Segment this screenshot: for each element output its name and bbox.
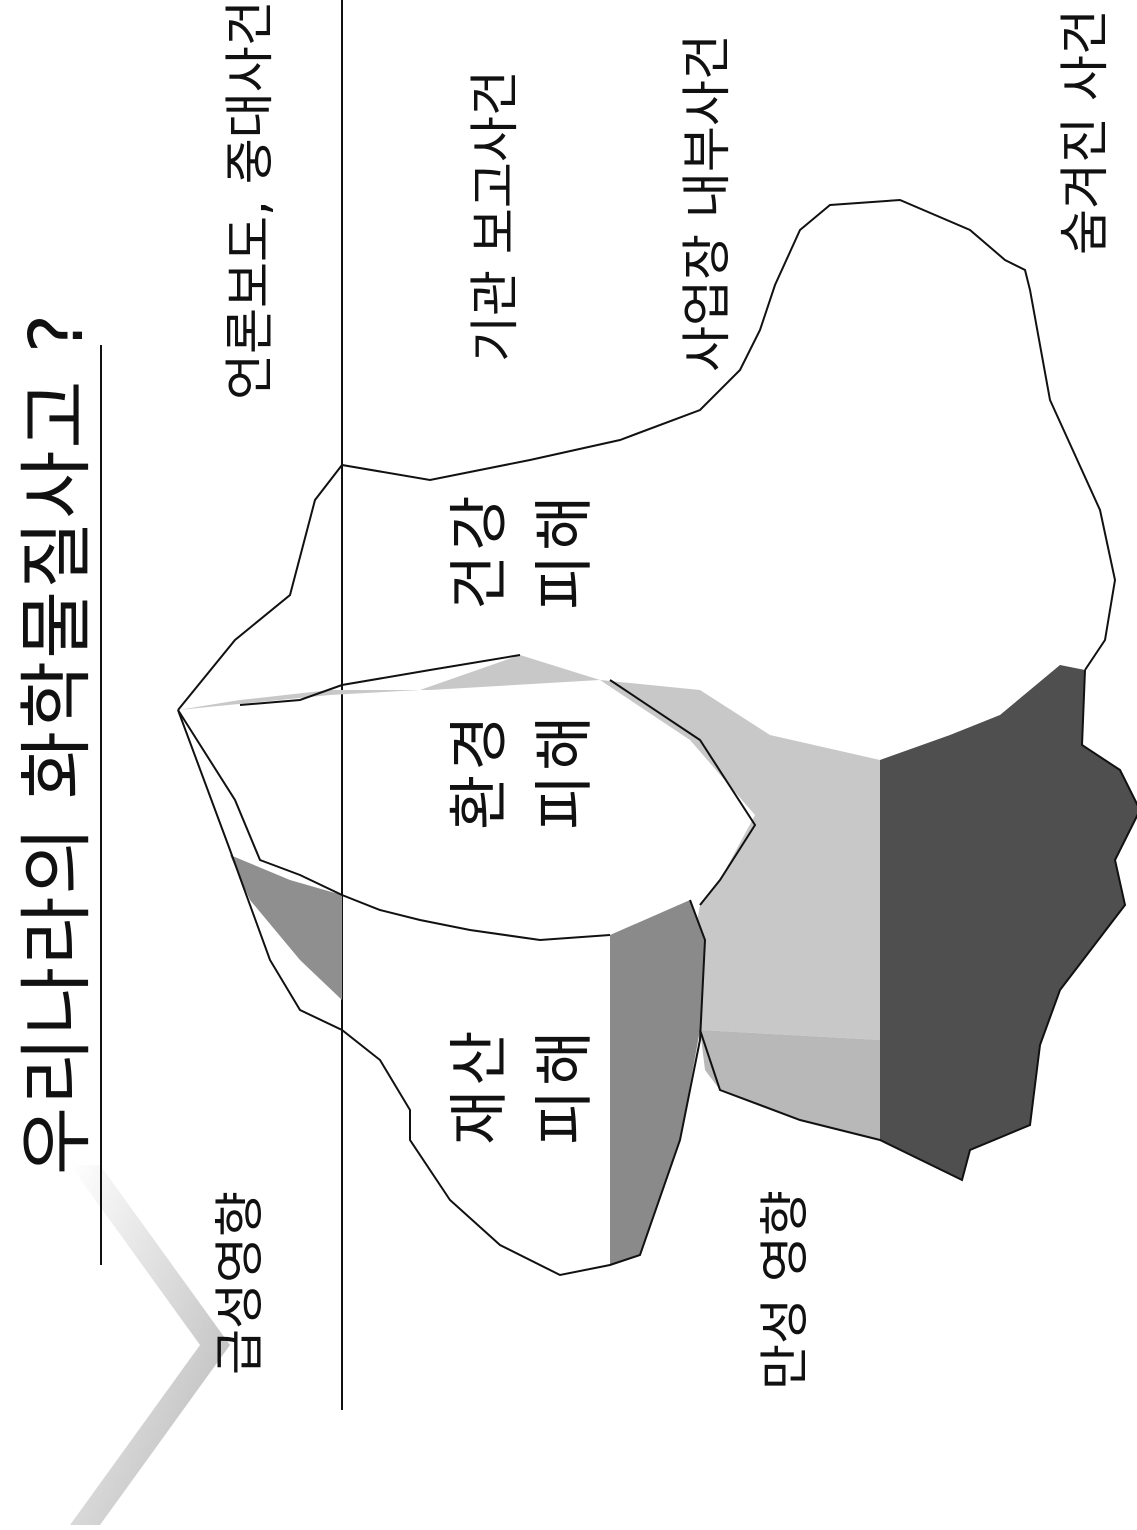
environment-damage-line1: 환경	[445, 711, 515, 830]
property-outline	[177, 709, 707, 1277]
property-shade-deep	[700, 1030, 880, 1140]
deep-shade	[880, 665, 1137, 1180]
property-shade	[610, 900, 705, 1265]
environment-outline	[177, 654, 611, 942]
chronic-effect-label: 만성 영향	[756, 1190, 814, 1390]
page-title: 우리나라의 화학물질사고 ?	[14, 311, 100, 1175]
corner-chevron	[70, 1165, 230, 1525]
property-shade-top	[230, 855, 342, 1000]
chronic-outline	[699, 669, 1137, 1182]
level-hidden-incident: 숨겨진 사건	[1056, 9, 1114, 255]
environment-damage-line2: 피해	[530, 711, 600, 830]
level-internal-incident: 사업장 내부사건	[678, 34, 736, 372]
acute-effect-label: 급성영향	[211, 1191, 269, 1375]
health-damage-line2: 피해	[530, 491, 600, 610]
level-media-report: 언론보도, 중대사건	[221, 0, 279, 400]
valley-outline	[609, 679, 757, 906]
health-damage-line1: 건강	[445, 491, 515, 610]
property-damage-line1: 재산	[445, 1026, 515, 1145]
property-damage-line2: 피해	[530, 1026, 600, 1145]
level-agency-report: 기관 보고사건	[466, 70, 524, 362]
health-outline	[177, 198, 1117, 711]
